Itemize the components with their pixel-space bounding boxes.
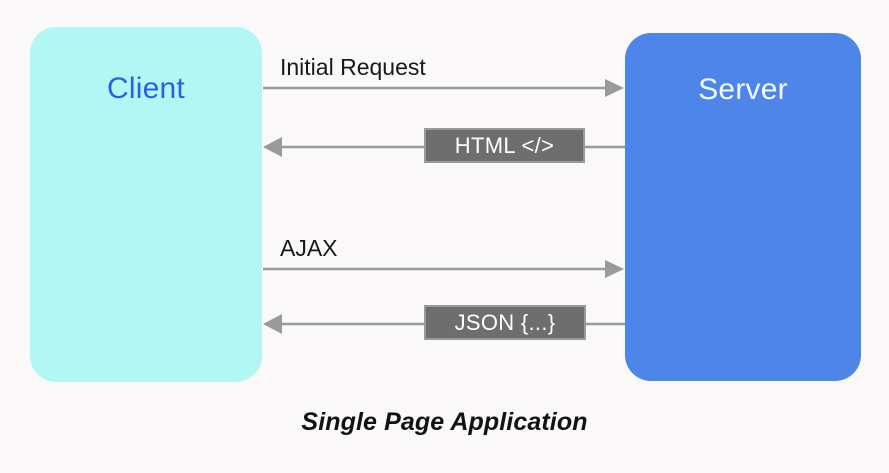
arrow-client-to-server-initial <box>263 79 624 97</box>
message-label-ajax: AJAX <box>280 235 338 261</box>
arrow-client-to-server-ajax <box>263 260 624 278</box>
diagram-caption: Single Page Application <box>301 408 588 436</box>
badge-json-response[interactable]: JSON {...} <box>424 305 586 340</box>
server-node-label: Server <box>698 73 788 106</box>
message-label-initial-request: Initial Request <box>280 54 426 80</box>
client-node-label: Client <box>107 72 185 105</box>
client-node[interactable]: Client <box>30 27 262 382</box>
badge-html-response[interactable]: HTML </> <box>424 128 585 163</box>
server-node[interactable]: Server <box>625 33 861 381</box>
